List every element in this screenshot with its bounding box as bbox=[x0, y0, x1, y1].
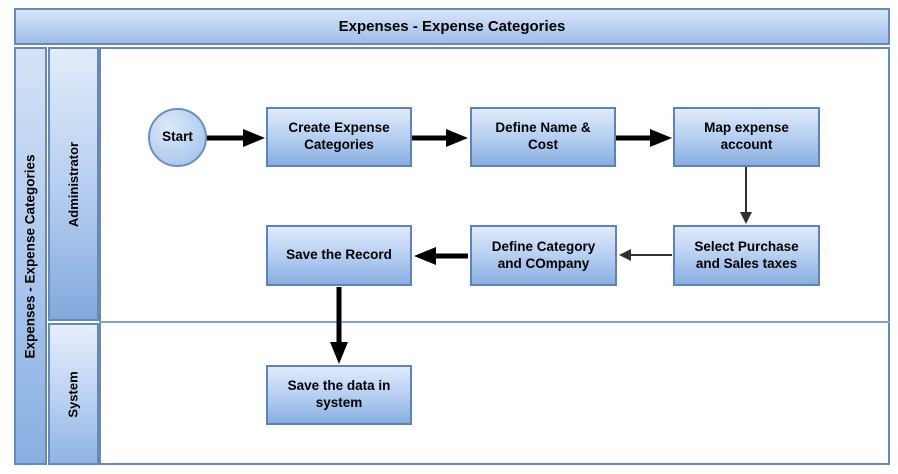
flow-node-create-expense-categories[interactable]: Create Expense Categories bbox=[266, 107, 412, 167]
flow-node-start-label: Start bbox=[162, 129, 193, 145]
flow-node-define-name-cost[interactable]: Define Name & Cost bbox=[470, 107, 616, 167]
flow-node-define-name-cost-label: Define Name & Cost bbox=[495, 120, 591, 152]
flow-node-map-expense-account-label: Map expense account bbox=[704, 120, 789, 152]
flow-node-select-purchase-sales-taxes-label: Select Purchase and Sales taxes bbox=[694, 238, 799, 271]
lane-system-text: System bbox=[66, 370, 81, 418]
lane-divider-line bbox=[99, 321, 890, 323]
pool-title: Expenses - Expense Categories bbox=[338, 18, 566, 35]
lane-administrator-text: Administrator bbox=[66, 141, 82, 227]
flow-node-select-purchase-sales-taxes[interactable]: Select Purchase and Sales taxes bbox=[673, 225, 820, 286]
lane-label-system: System bbox=[48, 323, 99, 465]
flow-node-define-category-company[interactable]: Define Category and COmpany bbox=[470, 225, 617, 286]
pool-title-bar: Expenses - Expense Categories bbox=[14, 8, 890, 45]
flow-node-map-expense-account[interactable]: Map expense account bbox=[673, 107, 820, 167]
lane-label-administrator: Administrator bbox=[48, 47, 99, 321]
flow-node-save-data-in-system[interactable]: Save the data in system bbox=[266, 365, 412, 425]
flow-node-save-the-record[interactable]: Save the Record bbox=[266, 225, 412, 286]
flow-node-save-data-in-system-label: Save the data in system bbox=[287, 378, 391, 410]
pool-label-column: Expenses - Expense Categories bbox=[14, 47, 47, 465]
flow-node-define-category-company-label: Define Category and COmpany bbox=[491, 238, 596, 271]
flow-node-start[interactable]: Start bbox=[148, 108, 207, 167]
flow-node-save-the-record-label: Save the Record bbox=[286, 247, 392, 263]
pool-label-text: Expenses - Expense Categories bbox=[23, 153, 38, 359]
flow-node-create-expense-categories-label: Create Expense Categories bbox=[288, 120, 390, 152]
